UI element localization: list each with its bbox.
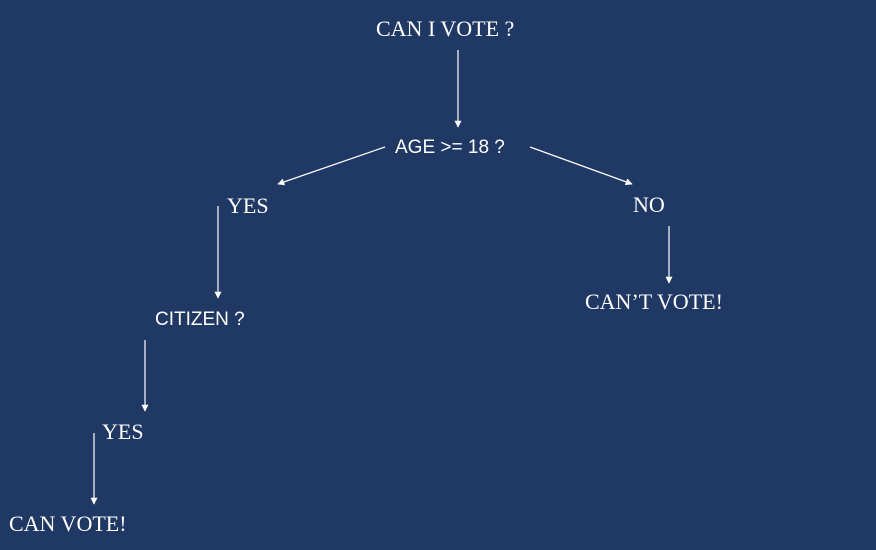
citizen-yes-label: YES [102, 419, 144, 444]
cant-vote-result: CAN’T VOTE! [585, 289, 723, 314]
can-vote-result: CAN VOTE! [9, 511, 127, 536]
age-question: AGE >= 18 ? [395, 137, 505, 158]
age-yes-label: YES [227, 193, 269, 218]
root-question: CAN I VOTE ? [376, 16, 515, 41]
citizen-question: CITIZEN ? [155, 309, 245, 330]
arrow-age-to-yes [277, 146, 386, 186]
arrow-age-to-no [529, 146, 633, 186]
age-no-label: NO [633, 192, 665, 217]
